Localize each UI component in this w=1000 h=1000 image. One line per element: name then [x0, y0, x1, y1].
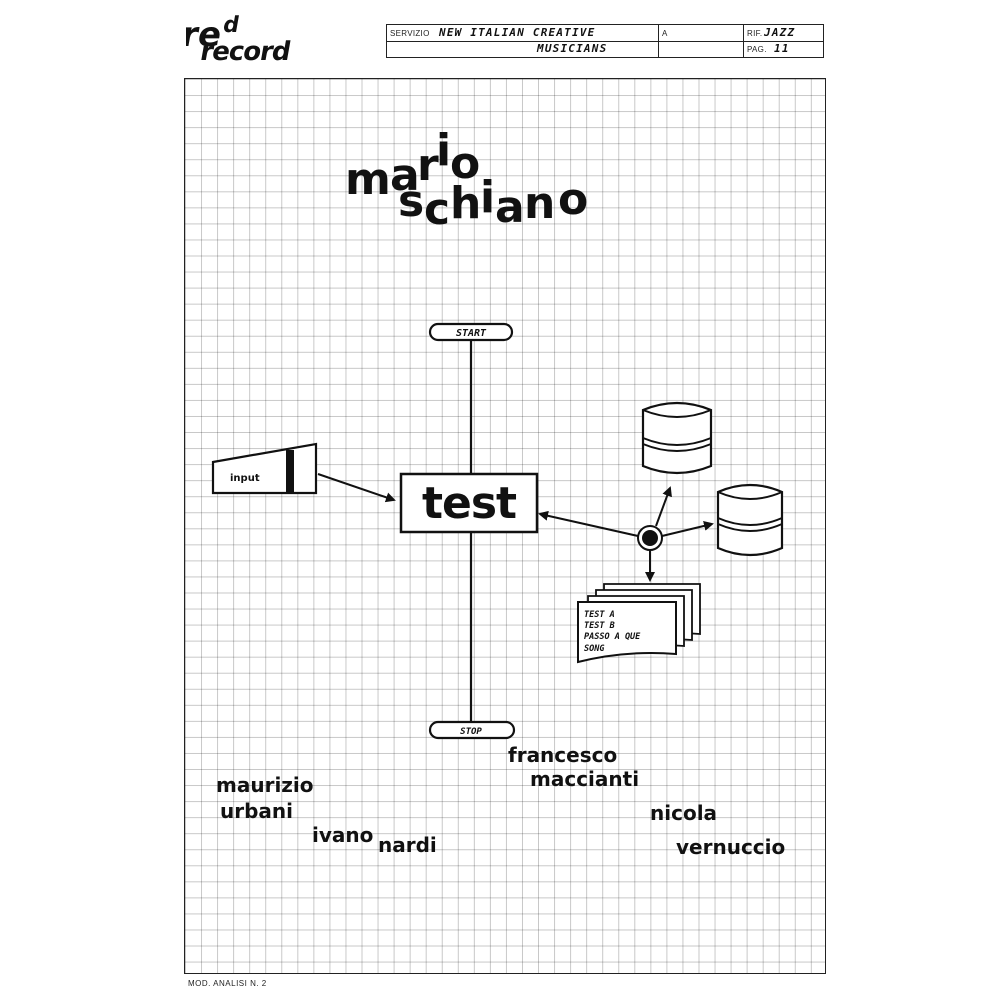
- stop-terminator: STOP: [428, 720, 516, 740]
- process-box: test: [399, 472, 539, 534]
- title-first-name: m a r i o: [345, 125, 480, 205]
- title-letter: a: [390, 150, 420, 201]
- title-letter: a: [495, 182, 525, 233]
- title-letter: m: [345, 154, 391, 205]
- connector-to-storage-top-arrow: [655, 486, 672, 527]
- form-code: MOD. ANALISI N. 2: [188, 979, 267, 988]
- document-line: TEST B: [584, 621, 615, 631]
- input-arrow: [317, 473, 396, 503]
- connector-to-process-arrow: [538, 510, 639, 537]
- manual-input-shape: input: [211, 442, 318, 495]
- svg-text:re: re: [186, 15, 225, 55]
- svg-text:record: record: [198, 37, 292, 64]
- title-letter: s: [398, 176, 424, 227]
- credit-name: maurizio: [216, 773, 314, 797]
- document-line: PASSO A QUE: [584, 632, 641, 642]
- red-record-logo: re d record: [186, 12, 292, 64]
- title-letter: i: [436, 125, 451, 176]
- credit-name: maccianti: [530, 767, 639, 791]
- credit-name: nardi: [378, 833, 437, 857]
- storage-drum-icon: [716, 483, 784, 557]
- rif-value: JAZZ: [764, 26, 796, 39]
- document-line: TEST A: [584, 610, 615, 620]
- title-letter: h: [450, 178, 481, 229]
- title-letter: c: [424, 184, 450, 235]
- title-letter: o: [558, 174, 588, 225]
- title-letter: o: [450, 138, 480, 189]
- connector-to-storage-right-arrow: [661, 521, 714, 537]
- title-last-name: s c h i a n o: [398, 172, 588, 235]
- credit-name: nicola: [650, 801, 717, 825]
- start-label: START: [456, 328, 487, 339]
- stop-label: STOP: [460, 727, 482, 737]
- multi-document-icon: TEST A TEST B PASSO A QUE SONG: [577, 583, 701, 664]
- credit-name: urbani: [220, 799, 293, 823]
- input-label: input: [230, 473, 260, 484]
- process-label: test: [422, 478, 517, 529]
- title-letter: n: [524, 178, 555, 229]
- credit-name: ivano: [312, 823, 373, 847]
- title-letter: r: [417, 140, 439, 191]
- servizio-value-line2: MUSICIANS: [537, 42, 608, 55]
- pag-label: PAG.: [747, 45, 767, 54]
- pag-value: 11: [774, 42, 790, 55]
- credit-name: francesco: [508, 743, 617, 767]
- rif-label: RIF.: [747, 29, 763, 38]
- svg-text:d: d: [221, 12, 241, 38]
- a-label: A: [662, 29, 668, 38]
- header-form: SERVIZIO NEW ITALIAN CREATIVE A RIF. JAZ…: [386, 24, 824, 58]
- connector-node: [637, 525, 663, 551]
- document-line: SONG: [584, 644, 604, 654]
- servizio-label: SERVIZIO: [390, 29, 430, 38]
- title-letter: i: [480, 172, 495, 223]
- credit-name: vernuccio: [676, 835, 785, 859]
- servizio-value-line1: NEW ITALIAN CREATIVE: [439, 26, 596, 39]
- storage-drum-icon: [641, 401, 713, 475]
- start-terminator: START: [428, 322, 514, 342]
